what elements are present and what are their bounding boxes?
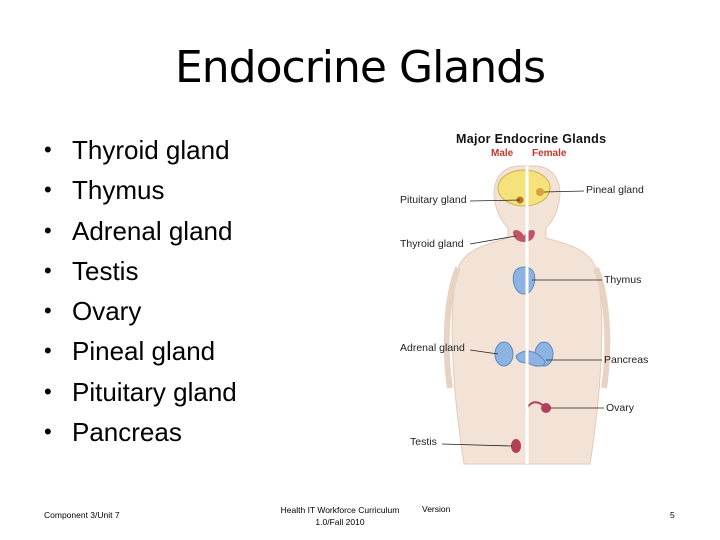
bullet-item: Pancreas [44,412,237,452]
bullet-list: Thyroid gland Thymus Adrenal gland Testi… [44,130,237,452]
female-label: Female [532,148,566,159]
bullet-item: Thymus [44,170,237,210]
label-thymus: Thymus [604,274,641,286]
thymus-shape [513,267,535,294]
label-pineal: Pineal gland [586,184,644,196]
male-label: Male [491,148,513,159]
label-adrenal: Adrenal gland [400,342,465,354]
bullet-item: Thyroid gland [44,130,237,170]
slide-title: Endocrine Glands [0,40,720,96]
endocrine-figure: Major Endocrine Glands Male Female Pitui… [398,128,660,468]
bullet-item: Ovary [44,291,237,331]
bullet-item: Pineal gland [44,331,237,371]
page-number: 5 [670,510,675,520]
footer-curriculum-line1: Health IT Workforce Curriculum [262,504,418,516]
label-pancreas: Pancreas [604,354,648,366]
label-testis: Testis [410,436,437,448]
body-illustration [398,128,660,468]
bullet-item: Adrenal gland [44,211,237,251]
footer-component: Component 3/Unit 7 [44,510,120,520]
label-thyroid: Thyroid gland [400,238,464,250]
label-ovary: Ovary [606,402,634,414]
footer-curriculum-line2: 1.0/Fall 2010 [262,516,418,528]
footer-version: Version [422,504,450,514]
bullet-item: Testis [44,251,237,291]
bullet-item: Pituitary gland [44,372,237,412]
figure-title: Major Endocrine Glands [456,132,606,146]
footer-curriculum: Health IT Workforce Curriculum 1.0/Fall … [262,504,418,528]
testis-shape [511,439,521,453]
pineal-dot [536,188,544,196]
label-pituitary: Pituitary gland [400,194,467,206]
